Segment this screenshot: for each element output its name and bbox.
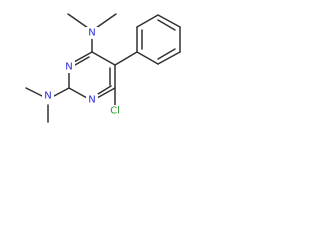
structure-diagram: N N N N Cl [25,13,181,123]
bond-c2-n1 [68,87,88,99]
bonds [25,13,181,123]
bond-n-methyl-left [67,13,89,29]
bond-n-methyl-right [95,13,117,29]
atom-labels: N N N N Cl [42,27,125,117]
bond-c4-n3-a [73,51,93,63]
atom-cl: Cl [110,106,120,117]
bond-c4-n3-b [74,56,90,66]
bond-n-methyl-up [25,87,43,97]
bond-n1-c6-a [96,87,116,99]
bond-ph-inner-3 [157,48,176,60]
atom-n-left: N [44,91,51,102]
bond-c5-phenyl [114,51,138,66]
atom-n-ring-lower: N [88,95,95,106]
bond-c4-c5 [91,51,116,66]
bond-ph3-ph4 [157,14,181,28]
bond-ph5-ph6 [157,51,181,65]
bond-ph6-ph1 [136,51,159,65]
bond-ph2-ph3 [136,14,159,28]
bond-c2-n [53,87,70,97]
atom-n-top: N [88,28,95,39]
bond-ph-inner-2 [157,19,176,31]
atom-n-ring-upper: N [65,62,72,73]
bond-n1-c6-b [97,85,112,95]
